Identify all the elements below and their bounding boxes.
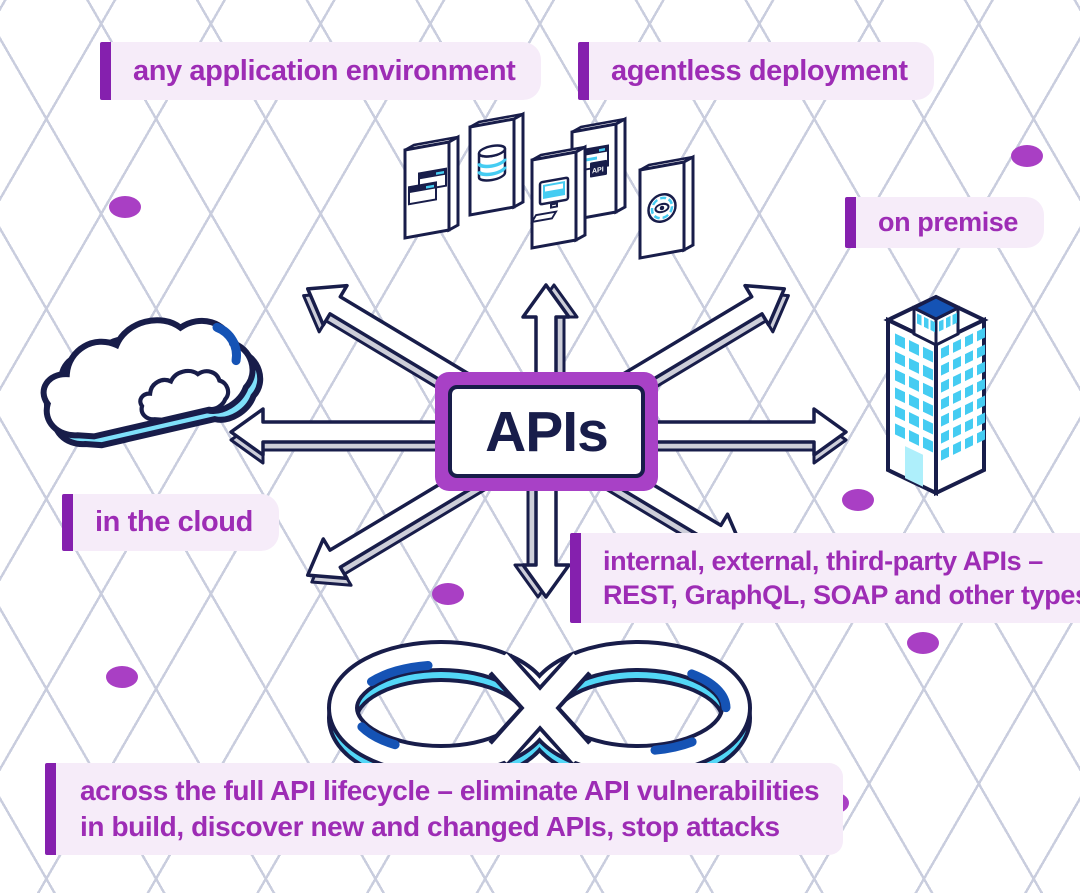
grid-dot xyxy=(1011,145,1043,167)
infinity-lifecycle-icon xyxy=(327,640,752,786)
app-windows-icon xyxy=(403,134,460,240)
callout-line: in build, discover new and changed APIs,… xyxy=(80,811,780,842)
callout-line: REST, GraphQL, SOAP and other types xyxy=(603,580,1080,610)
tag-agentless-deployment: agentless deployment xyxy=(578,42,934,100)
tag-label: in the cloud xyxy=(95,506,253,538)
grid-dot xyxy=(109,196,141,218)
api-label: API xyxy=(592,166,604,175)
tag-any-application-environment: any application environment xyxy=(100,42,542,100)
apis-hub: APIs xyxy=(435,372,658,491)
apis-hub-label: APIs xyxy=(448,385,645,478)
grid-dot xyxy=(842,489,874,511)
app-panel-icons: API xyxy=(403,111,695,260)
callout-line: across the full API lifecycle – eliminat… xyxy=(80,775,820,806)
tag-label: any application environment xyxy=(133,54,516,87)
callout-line: internal, external, third-party APIs – xyxy=(603,546,1043,576)
cloud-icon xyxy=(40,317,264,449)
grid-dot xyxy=(907,632,939,654)
tag-on-premise: on premise xyxy=(845,197,1045,248)
tag-label: agentless deployment xyxy=(611,54,908,87)
database-icon xyxy=(468,111,525,217)
grid-dot xyxy=(432,583,464,605)
building-icon xyxy=(883,294,989,497)
monitoring-eye-icon xyxy=(638,154,695,260)
tag-in-the-cloud: in the cloud xyxy=(62,494,279,551)
callout-api-types: internal, external, third-party APIs – R… xyxy=(570,533,1080,623)
callout-lifecycle: across the full API lifecycle – eliminat… xyxy=(45,763,844,855)
desktop-computer-icon xyxy=(530,144,587,250)
tag-label: on premise xyxy=(878,207,1019,237)
grid-dot xyxy=(106,666,138,688)
